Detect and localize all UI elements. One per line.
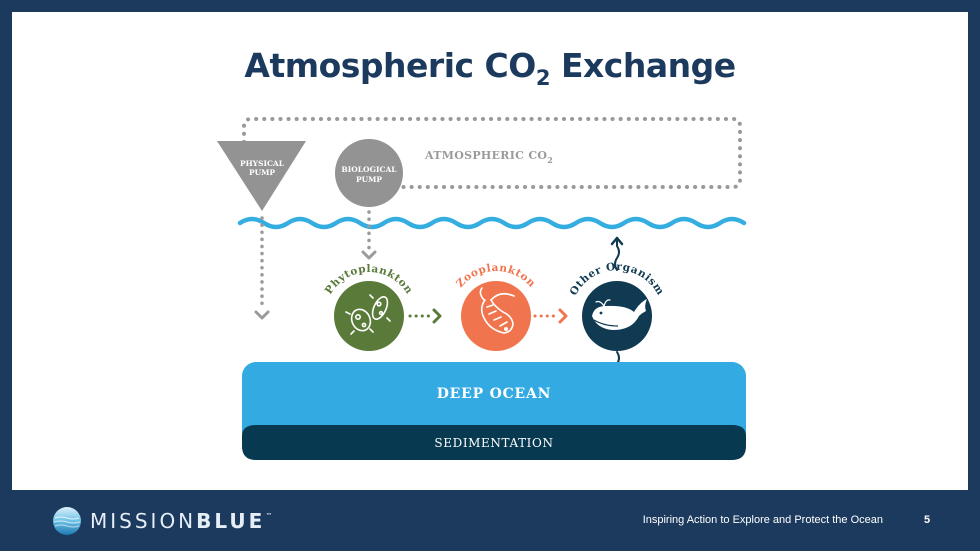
footer-tagline: Inspiring Action to Explore and Protect … [642, 514, 883, 526]
svg-text:DEEP OCEAN: DEEP OCEAN [437, 386, 552, 402]
phytoplankton-icon [345, 294, 391, 335]
up-squiggle-arrow [610, 236, 624, 271]
phytoplankton-node: Phytoplankton [323, 263, 415, 351]
whale-icon [592, 299, 647, 330]
other-organism-node: Other Organism [568, 261, 666, 351]
mission-blue-logo[interactable]: MISSIONBLUE™ [52, 506, 272, 536]
svg-text:BIOLOGICAL: BIOLOGICAL [341, 165, 397, 174]
phyto-to-zoo-arrow [408, 308, 442, 324]
physical-pump-down-arrow [254, 216, 270, 320]
biological-pump: BIOLOGICAL PUMP [335, 139, 403, 207]
zooplankton-node: Zooplankton [454, 262, 537, 351]
atmospheric-co2-label: ATMOSPHERIC CO2 [424, 149, 553, 165]
brand-name: MISSIONBLUE™ [90, 509, 273, 533]
svg-text:SEDIMENTATION: SEDIMENTATION [434, 436, 553, 450]
zoo-to-other-arrow [533, 308, 568, 324]
sedimentation-band: SEDIMENTATION [242, 425, 746, 460]
svg-text:PHYSICAL: PHYSICAL [240, 159, 285, 168]
physical-pump: PHYSICAL PUMP [217, 141, 306, 211]
slide-title: Atmospheric CO2 Exchange [244, 46, 736, 90]
zooplankton-icon [479, 287, 515, 334]
biological-pump-down-arrow [361, 210, 377, 260]
svg-text:PUMP: PUMP [249, 168, 275, 177]
svg-text:PUMP: PUMP [356, 175, 382, 184]
page-number: 5 [924, 514, 931, 526]
globe-icon [53, 507, 81, 535]
ocean-surface-wave [237, 216, 747, 230]
